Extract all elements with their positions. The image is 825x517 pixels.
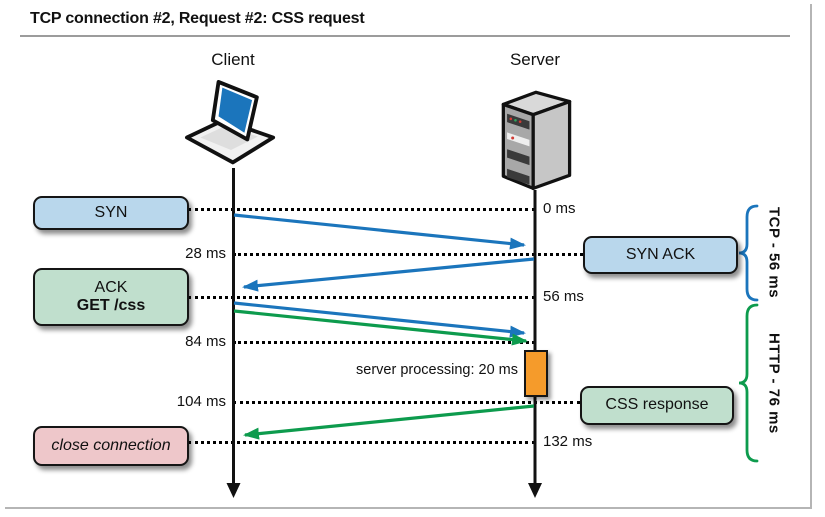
ack-label: ACK xyxy=(94,278,128,296)
get-css-arrow xyxy=(233,309,528,346)
timeline-28ms xyxy=(233,253,583,256)
time-56ms: 56 ms xyxy=(543,288,584,305)
ack-get-box: ACK GET /css xyxy=(33,268,189,326)
server-processing-label: server processing: 20 ms xyxy=(356,362,518,378)
css-response-arrow xyxy=(243,404,535,440)
time-84ms: 84 ms xyxy=(185,333,226,350)
tcp-brace xyxy=(738,204,759,302)
get-css-label: GET /css xyxy=(76,297,146,314)
timeline-104ms xyxy=(233,401,580,404)
time-28ms: 28 ms xyxy=(185,245,226,262)
figure-border-right xyxy=(810,4,812,509)
server-icon xyxy=(501,90,572,191)
timeline-132ms xyxy=(188,441,535,444)
laptop-icon xyxy=(185,80,276,165)
timeline-56ms xyxy=(188,296,535,299)
timeline-0ms xyxy=(188,208,535,211)
client-label: Client xyxy=(211,50,255,69)
http-brace-label: HTTP - 76 ms xyxy=(765,332,783,434)
ack-arrow xyxy=(233,301,526,338)
syn-box: SYN xyxy=(33,196,189,230)
time-0ms: 0 ms xyxy=(543,200,576,217)
close-connection-label: close connection xyxy=(51,436,171,454)
syn-ack-box-label: SYN ACK xyxy=(625,245,696,263)
css-response-label: CSS response xyxy=(605,396,709,414)
figure-border-bottom xyxy=(5,507,812,509)
syn-box-label: SYN xyxy=(94,203,128,221)
title-underline xyxy=(20,35,790,37)
syn-ack-arrow xyxy=(242,257,535,292)
syn-ack-box: SYN ACK xyxy=(583,236,738,274)
tcp-brace-label: TCP - 56 ms xyxy=(765,207,783,299)
time-132ms: 132 ms xyxy=(543,433,593,450)
server-label: Server xyxy=(509,50,561,69)
diagram-title: TCP connection #2, Request #2: CSS reque… xyxy=(30,10,365,27)
time-104ms: 104 ms xyxy=(176,393,226,410)
server-processing-bar xyxy=(524,350,548,397)
css-response-box: CSS response xyxy=(580,386,734,425)
close-connection-box: close connection xyxy=(33,426,189,466)
syn-arrow xyxy=(233,213,526,250)
timeline-84ms xyxy=(233,341,535,344)
http-brace xyxy=(738,303,759,463)
